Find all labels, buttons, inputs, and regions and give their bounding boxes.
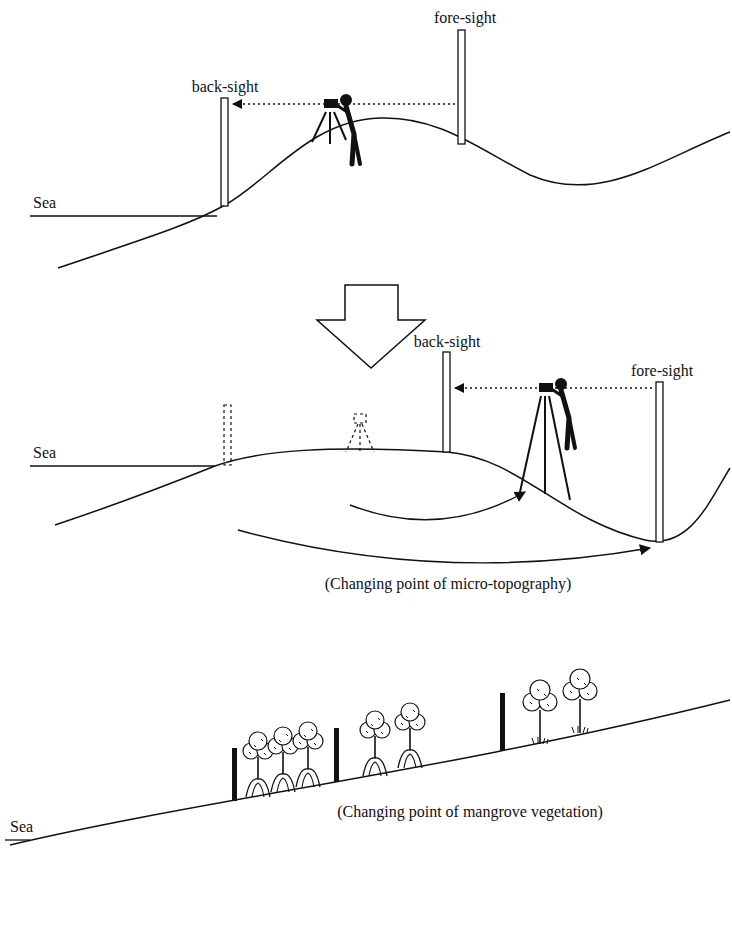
- move-arrow: [350, 492, 525, 520]
- surveyor-figure: [312, 94, 360, 164]
- caption-note: (Changing point of mangrove vegetation): [337, 803, 603, 821]
- leveling-staff: [458, 30, 465, 144]
- surveyor-figure: [520, 378, 575, 500]
- part-label: back-sight: [192, 78, 259, 96]
- sea-line: [30, 465, 215, 466]
- mangrove-trees: [243, 669, 597, 797]
- caption-note: (Changing point of micro-topography): [325, 575, 572, 593]
- sight-line: [455, 387, 653, 388]
- part-label: Sea: [33, 194, 56, 212]
- previous-staff: [224, 405, 231, 465]
- previous-instrument: [346, 414, 374, 452]
- leveling-staff: [656, 382, 663, 542]
- part-label: back-sight: [414, 333, 481, 351]
- leveling-staff: [221, 98, 228, 206]
- part-label: Sea: [10, 818, 33, 836]
- ground-profile: [58, 118, 730, 268]
- part-label: Sea: [33, 444, 56, 462]
- vegetation-stake: [500, 693, 505, 751]
- move-arrow: [238, 530, 650, 563]
- vegetation-stake: [334, 728, 339, 782]
- ground-profile: [55, 449, 730, 541]
- sea-line: [30, 215, 217, 216]
- vegetation-stake: [232, 748, 237, 801]
- ground-profile: [10, 700, 730, 845]
- leveling-staff: [443, 352, 450, 452]
- step-arrow: [317, 285, 425, 368]
- part-label: fore-sight: [631, 362, 693, 380]
- part-label: fore-sight: [434, 9, 496, 27]
